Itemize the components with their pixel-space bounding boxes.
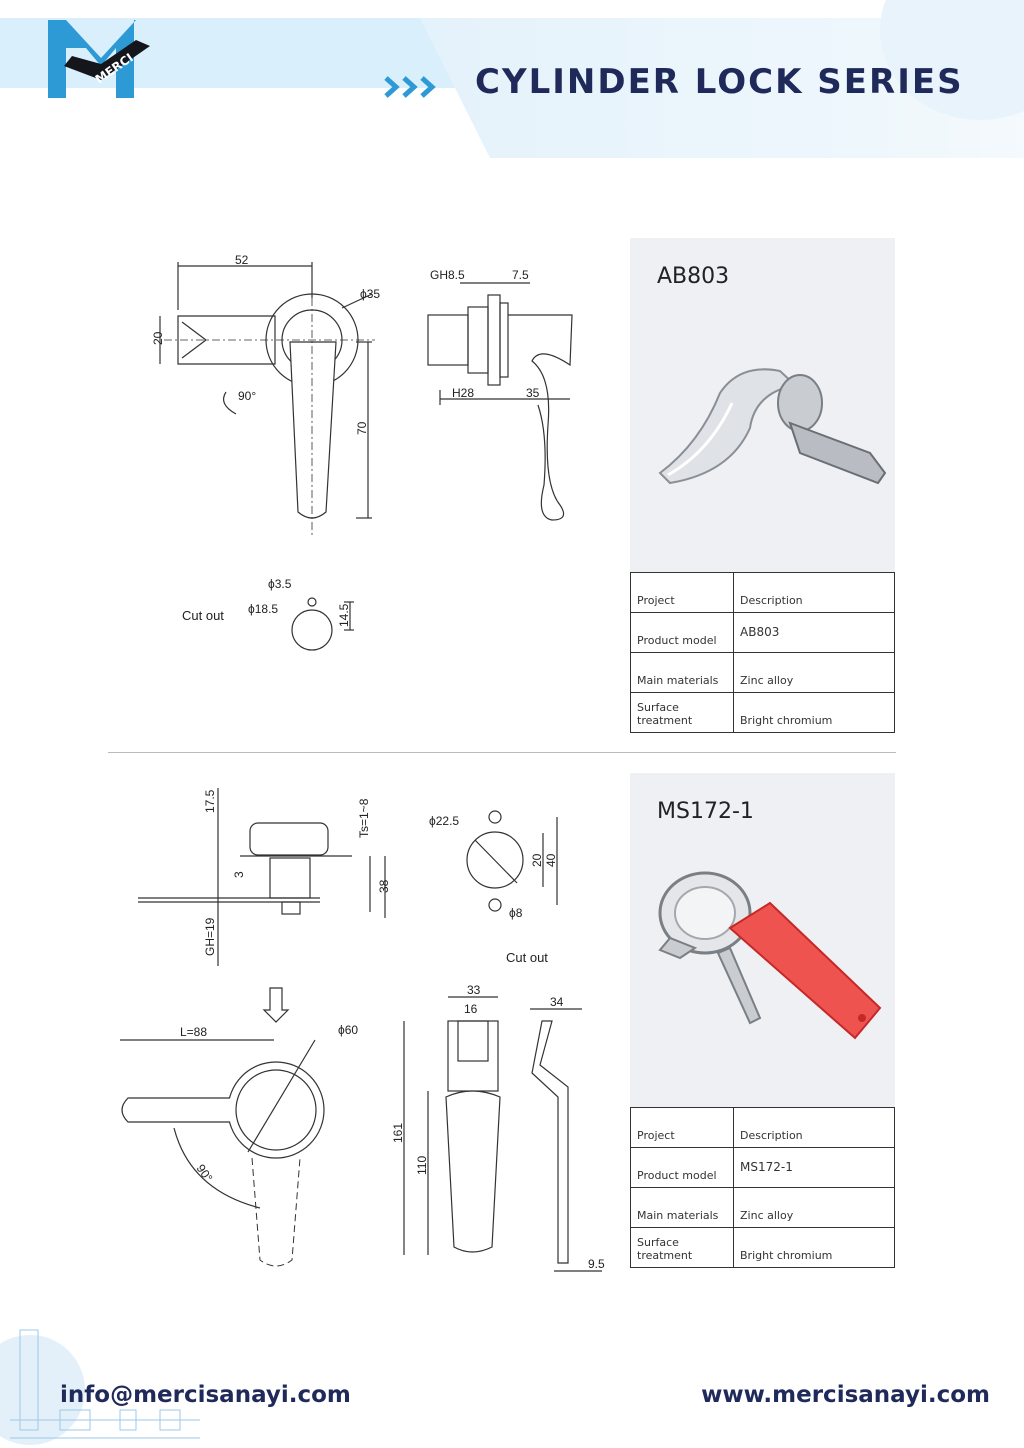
dim-95: 9.5 [588,1257,605,1271]
spec-project-label: Project [630,572,734,613]
footer-email-link[interactable]: info@mercisanayi.com [60,1382,351,1408]
ab803-cutout-drawing: ϕ3.5 ϕ18.5 14.5 [248,577,354,651]
ab803-side-drawing: GH8.5 7.5 H28 35 [427,268,573,521]
dim-225: ϕ22.5 [429,814,459,828]
dim-cut-dia: ϕ18.5 [248,602,278,616]
dim-cut-small: ϕ3.5 [268,577,292,591]
ms172-product-photo [658,871,882,1040]
dim-8: ϕ8 [509,906,523,920]
ab803-cutout-label: Cut out [182,608,224,623]
dim-16: 16 [464,1002,478,1016]
ab803-product-photo [658,368,887,485]
dim-d60: ϕ60 [338,1023,358,1037]
ms172-photo-panel: MS172-1 [630,773,895,1107]
dim-3: 3 [232,871,246,878]
dim-90: 90° [238,389,256,403]
ms172-cutout-label: Cut out [506,950,548,965]
dim-175: 17.5 [203,789,217,813]
spec-surface-key: Surface treatment [630,692,734,733]
spec-surface-value: Bright chromium [733,692,895,733]
header-band [0,0,1024,170]
dim-52: 52 [235,253,249,267]
dim-33: 33 [467,985,481,997]
dim-20-v: 20 [530,853,544,867]
spec-model-key: Product model [630,1147,734,1188]
spec-model-key: Product model [630,612,734,653]
footer-blueprint-decor [0,1329,200,1445]
spec-material-key: Main materials [630,1187,734,1228]
spec-description-label: Description [733,572,895,613]
spec-surface-key: Surface treatment [630,1227,734,1268]
ab803-photo-panel: AB803 [630,238,895,572]
ms172-front-drawing: 33 16 161 110 34 9.5 [392,985,605,1272]
ms172-cutout-drawing: ϕ22.5 ϕ8 20 40 [429,810,558,920]
dim-gh85: GH8.5 [430,268,465,282]
spec-model-value: AB803 [733,612,895,653]
spec-surface-value: Bright chromium [733,1227,895,1268]
ms172-top-drawing: L=88 ϕ60 90° [120,987,358,1267]
spec-description-label: Description [733,1107,895,1148]
dim-161: 161 [392,1123,405,1143]
merci-logo: MERCI [48,20,150,98]
dim-75: 7.5 [512,268,529,282]
spec-material-value: Zinc alloy [733,1187,895,1228]
spec-model-value: MS172-1 [733,1147,895,1188]
dim-angle: 90° [194,1162,216,1185]
page-title: CYLINDER LOCK SERIES [475,62,964,102]
chevrons-icon [384,76,436,98]
dim-cut-h: 14.5 [337,603,351,627]
dim-20: 20 [151,331,165,345]
spec-material-key: Main materials [630,652,734,693]
dim-35-side: 35 [526,386,540,400]
spec-material-value: Zinc alloy [733,652,895,693]
ms172-model-title: MS172-1 [657,799,754,824]
spec-project-label: Project [630,1107,734,1148]
ab803-model-title: AB803 [657,264,730,289]
ms172-side-drawing: 17.5 Ts=1~8 3 GH=19 38 [138,788,391,966]
dim-34: 34 [550,995,564,1009]
dim-gh19: GH=19 [203,917,217,956]
ab803-front-drawing: 52 ϕ35 20 90° 70 [151,253,380,535]
dim-40-v: 40 [544,853,558,867]
dim-110: 110 [415,1156,429,1175]
section-divider [108,752,896,753]
footer-website-link[interactable]: www.mercisanayi.com [701,1382,990,1408]
dim-35: ϕ35 [360,287,380,301]
header-light-strip [0,18,460,88]
dim-70: 70 [355,421,369,435]
dim-h28: H28 [452,386,474,400]
dim-ts: Ts=1~8 [357,798,371,838]
dim-l88: L=88 [180,1025,207,1039]
dim-38: 38 [377,879,391,893]
